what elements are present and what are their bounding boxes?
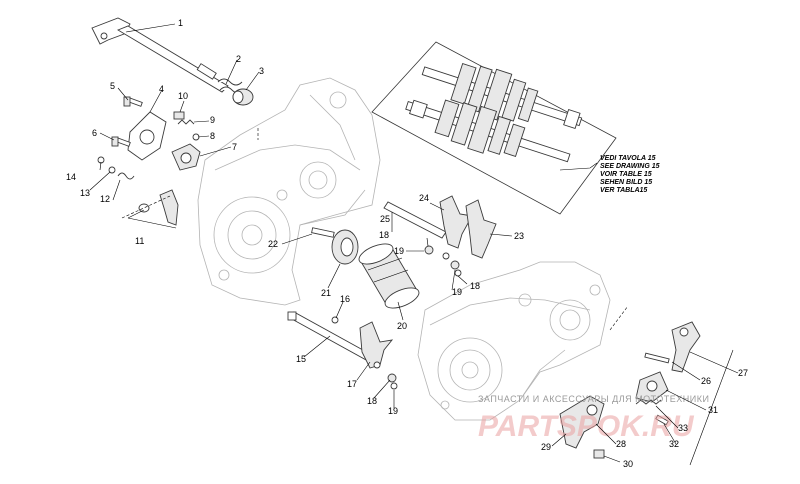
callout-18-mid: 18 (470, 281, 480, 291)
callout-19-lower: 19 (388, 406, 398, 416)
callout-18-upper: 18 (379, 230, 389, 240)
callout-15: 15 (296, 354, 306, 364)
callout-24: 24 (419, 193, 429, 203)
part-33-spring (635, 399, 662, 405)
part-24-shift-fork (439, 195, 473, 249)
part-4-plate (127, 111, 167, 161)
transmission-inset: VEDI TAVOLA 15 SEE DRAWING 15 VOIR TABLE… (371, 41, 660, 215)
callout-33: 33 (678, 423, 688, 433)
callout-19-upper: 19 (394, 246, 404, 256)
callout-4: 4 (159, 84, 164, 94)
note-line-it: VEDI TAVOLA 15 (600, 155, 656, 162)
part-31-rubber (635, 371, 669, 403)
part-28-pedal (559, 395, 605, 449)
callout-21: 21 (321, 288, 331, 298)
part-3-bushing (232, 88, 254, 106)
part-16-circlip (331, 316, 339, 324)
callout-11: 11 (135, 236, 144, 246)
callout-5: 5 (110, 81, 115, 91)
callout-9: 9 (210, 115, 215, 125)
part-22-bolt (311, 227, 335, 238)
part-13-circlip (108, 166, 116, 174)
watermark-tagline: ЗАПЧАСТИ И АКСЕССУАРЫ ДЛЯ МОТОТЕХНИКИ (478, 394, 709, 404)
note-line-es: VER TABLA15 (600, 187, 647, 194)
callout-16: 16 (340, 294, 350, 304)
callout-23: 23 (514, 231, 524, 241)
callout-19-mid: 19 (452, 287, 462, 297)
part-23-shift-fork (465, 199, 497, 259)
watermark: ЗАПЧАСТИ И АКСЕССУАРЫ ДЛЯ МОТОТЕХНИКИ PA… (478, 394, 709, 443)
callout-6: 6 (92, 128, 97, 138)
callout-25: 25 (380, 214, 390, 224)
callout-30: 30 (623, 459, 633, 469)
watermark-brand: PARTSPOK.RU (478, 410, 695, 443)
callout-20: 20 (397, 321, 407, 331)
left-crankcase-half (197, 77, 381, 306)
part-19-nut-upper (442, 252, 450, 260)
part-21-drum-cam (331, 229, 359, 265)
callout-numbers: 1 2 3 4 5 6 7 8 9 10 11 12 13 14 15 16 1… (66, 18, 748, 469)
callout-2: 2 (236, 54, 241, 64)
callout-8: 8 (210, 131, 215, 141)
part-1-gearshift-shaft (91, 17, 229, 93)
callout-7: 7 (232, 142, 237, 152)
callout-32: 32 (669, 439, 679, 449)
right-crankcase-half (417, 261, 611, 421)
part-18-pin-upper (424, 245, 434, 255)
callout-28: 28 (616, 439, 626, 449)
part-26-pin (644, 352, 670, 364)
note-line-en: SEE DRAWING 15 (600, 163, 660, 170)
callout-17: 17 (347, 379, 357, 389)
callout-13: 13 (80, 188, 90, 198)
part-30-bolt (593, 449, 605, 459)
part-27-pedal-lever (671, 321, 701, 373)
part-7-index-lever (171, 143, 201, 171)
callout-18-lower: 18 (367, 396, 377, 406)
part-18-pin-mid (450, 260, 460, 270)
callout-27: 27 (738, 368, 748, 378)
leader-lines (89, 23, 739, 466)
callout-22: 22 (268, 239, 278, 249)
callout-29: 29 (541, 442, 551, 452)
part-17-shift-fork (359, 321, 394, 369)
part-19-nut-mid (454, 269, 462, 277)
callout-26: 26 (701, 376, 711, 386)
callout-12: 12 (100, 194, 110, 204)
part-32-bolt (655, 414, 669, 426)
reference-note: VEDI TAVOLA 15 SEE DRAWING 15 VOIR TABLE… (600, 155, 660, 194)
part-10-pin (173, 111, 185, 120)
callout-14: 14 (66, 172, 76, 182)
callout-3: 3 (259, 66, 264, 76)
part-20-selector-drum (358, 243, 420, 309)
part-5-screw (123, 96, 143, 107)
note-line-de: SEHEN BILD 15 (600, 179, 652, 186)
part-9-spring (177, 119, 195, 125)
part-19-nut-lower (390, 382, 398, 390)
callout-31: 31 (708, 405, 718, 415)
callout-10: 10 (178, 91, 188, 101)
note-line-fr: VOIR TABLE 15 (600, 171, 652, 178)
part-12-spring (117, 172, 135, 180)
callout-1: 1 (178, 18, 183, 28)
part-6-screw (111, 136, 131, 147)
part-25-fork-rod (383, 201, 447, 239)
